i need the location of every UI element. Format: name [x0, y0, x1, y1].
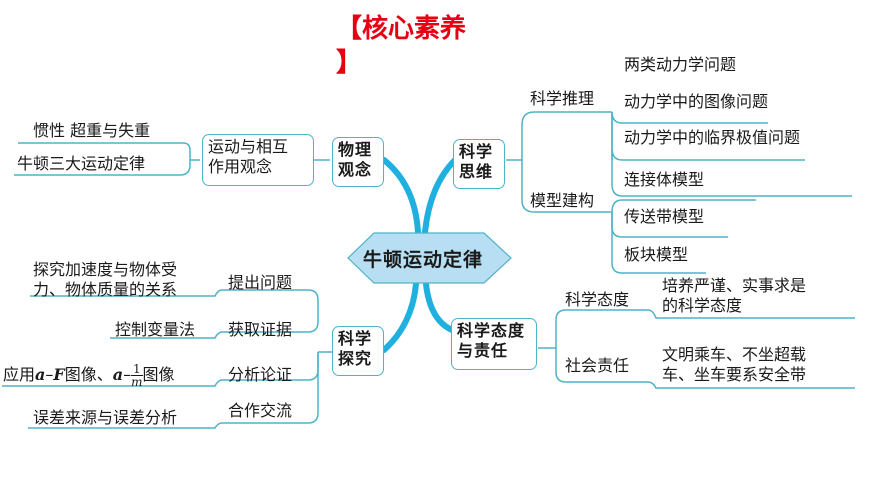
leaf-line2: 车、坐车要系安全带 — [662, 365, 807, 384]
group-cooperation-exchange: 合作交流 — [228, 401, 293, 420]
node-physics-concept: 物理 观念 — [332, 137, 384, 187]
var-F: F — [53, 365, 65, 384]
leaf-text: 应用 — [3, 365, 36, 384]
group-scientific-reasoning: 科学推理 — [530, 89, 595, 108]
leaf-inertia-overweight: 惯性 超重与失重 — [33, 121, 151, 140]
group-model-construction: 模型建构 — [530, 191, 595, 210]
node-label-line2: 思维 — [459, 162, 494, 181]
leaf-two-dynamics-problems: 两类动力学问题 — [624, 55, 737, 74]
group-analysis-argument: 分析论证 — [228, 365, 293, 384]
leaf-line2: 力、物体质量的关系 — [33, 280, 178, 299]
leaf-line1: 文明乘车、不坐超载 — [662, 345, 807, 364]
leaf-civilized-riding: 文明乘车、不坐超载 车、坐车要系安全带 — [662, 345, 806, 385]
group-scientific-attitude: 科学态度 — [565, 290, 630, 309]
node-label-line1: 科学 — [459, 142, 494, 161]
frac-denominator: m — [131, 375, 143, 389]
var-a: a — [35, 365, 46, 384]
node-label-line1: 物理 — [338, 140, 373, 159]
group-obtain-evidence: 获取证据 — [228, 320, 293, 339]
section-title: 【核心素养 】 — [336, 12, 466, 80]
leaf-error-analysis: 误差来源与误差分析 — [33, 408, 178, 427]
leaf-text: 图像、 — [64, 365, 113, 384]
dash: – — [123, 365, 132, 384]
node-scientific-inquiry: 科学 探究 — [332, 326, 384, 376]
leaf-newton-three-laws: 牛顿三大运动定律 — [17, 154, 146, 173]
leaf-explore-acceleration: 探究加速度与物体受 力、物体质量的关系 — [33, 260, 177, 300]
node-label-line2: 作用观念 — [208, 157, 273, 176]
group-raise-question: 提出问题 — [228, 273, 293, 292]
node-label-line1: 运动与相互 — [208, 137, 289, 156]
node-motion-interaction: 运动与相互 作用观念 — [202, 134, 314, 186]
node-label-line2: 观念 — [338, 160, 373, 179]
var-a: a — [112, 365, 124, 384]
node-label-line1: 科学态度 — [457, 321, 526, 340]
node-label-line2: 与责任 — [457, 341, 509, 360]
node-label-line1: 科学 — [338, 329, 373, 348]
node-attitude-responsibility: 科学态度 与责任 — [451, 318, 537, 370]
leaf-line1: 探究加速度与物体受 — [33, 260, 178, 279]
leaf-line1: 培养严谨、实事求是 — [662, 276, 807, 295]
leaf-graph-problems: 动力学中的图像问题 — [624, 92, 769, 111]
center-label: 牛顿运动定律 — [362, 248, 483, 271]
leaf-conveyor-belt-model: 传送带模型 — [624, 207, 705, 226]
frac-numerator: 1 — [131, 362, 143, 376]
dash: – — [45, 365, 54, 384]
leaf-rigorous-attitude: 培养严谨、实事求是 的科学态度 — [662, 276, 806, 316]
leaf-line2: 的科学态度 — [662, 296, 743, 315]
leaf-text: 图像 — [142, 365, 175, 384]
leaf-connected-body-model: 连接体模型 — [624, 170, 705, 189]
node-scientific-thinking: 科学 思维 — [453, 139, 505, 189]
center-node: 牛顿运动定律 — [334, 232, 512, 284]
leaf-critical-extreme-problems: 动力学中的临界极值问题 — [624, 128, 801, 147]
section-title-line2: 】 — [336, 48, 363, 78]
leaf-control-variables: 控制变量法 — [115, 320, 196, 339]
leaf-plate-block-model: 板块模型 — [624, 245, 689, 264]
node-label-line2: 探究 — [338, 349, 373, 368]
group-social-responsibility: 社会责任 — [565, 356, 630, 375]
section-title-line1: 【核心素养 — [336, 14, 467, 44]
